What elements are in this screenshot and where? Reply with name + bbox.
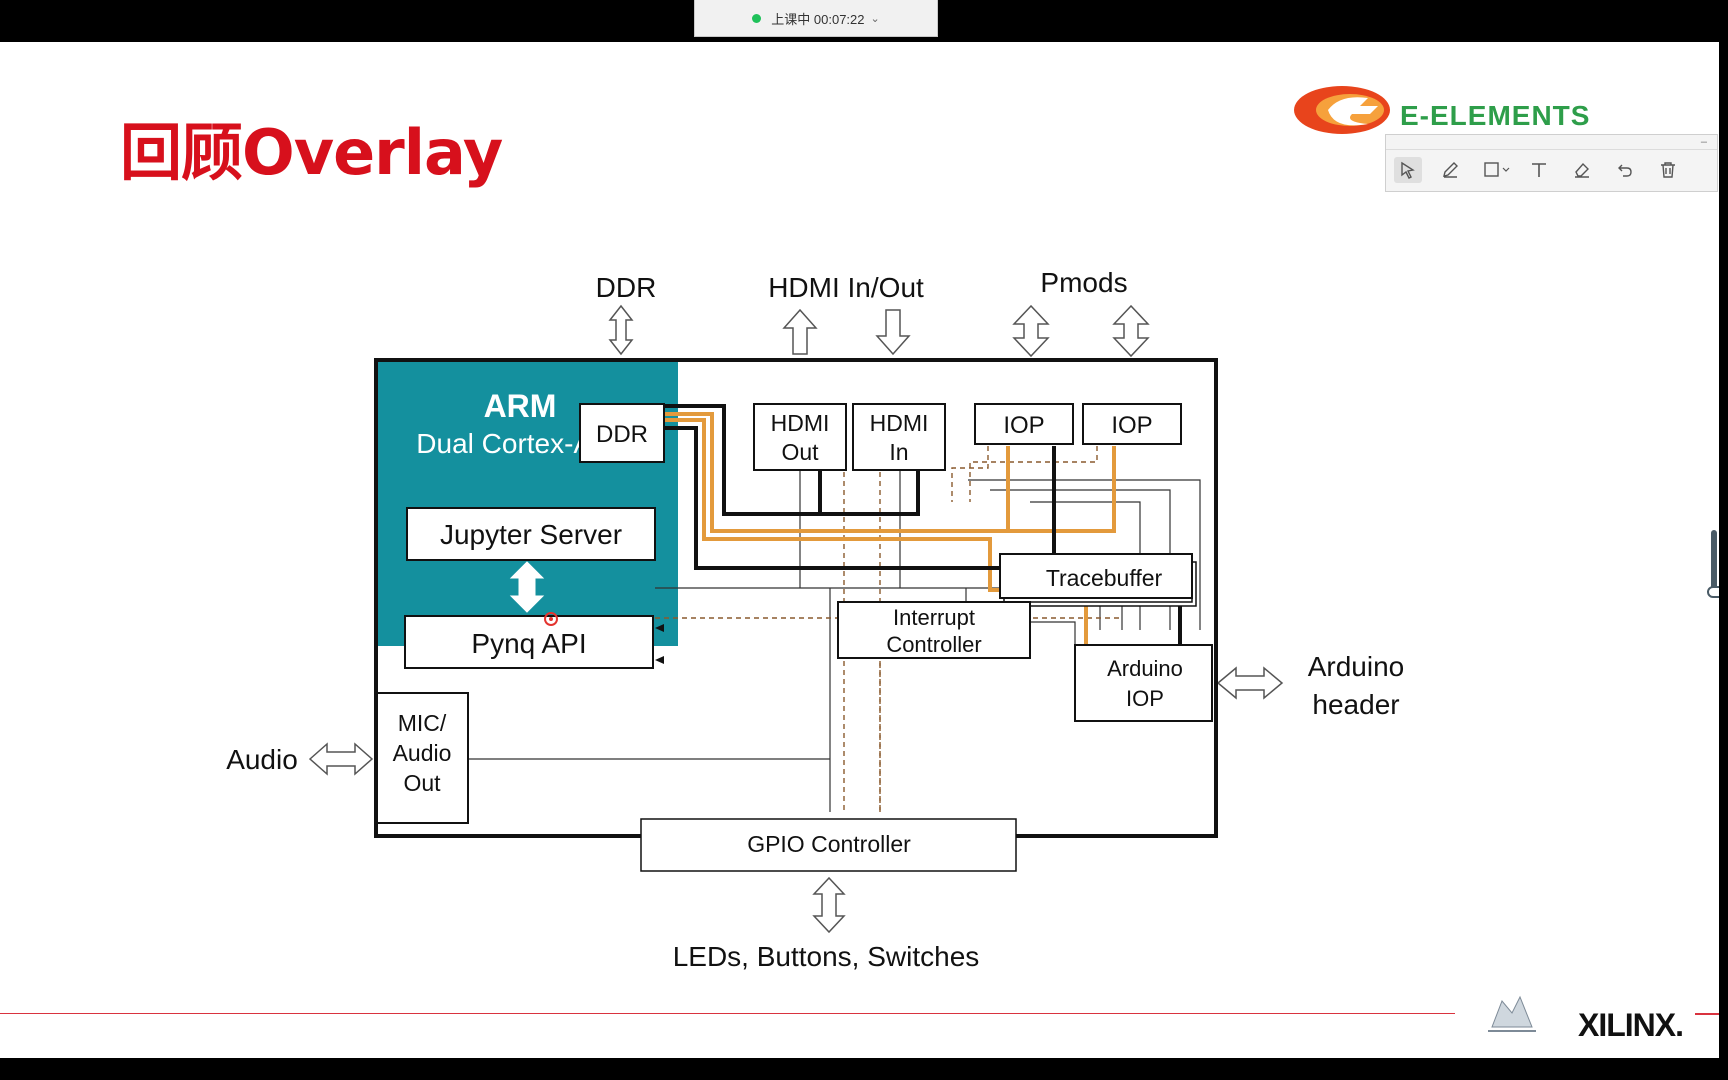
pmod-2-double-arrow	[1112, 304, 1150, 358]
iop-label-1: IOP	[1003, 412, 1044, 439]
rectangle-tool-button[interactable]	[1478, 157, 1518, 183]
mic-label-1: MIC/	[398, 710, 447, 736]
ddr-controller-box	[579, 403, 665, 463]
hdmi-out-label-2: Out	[781, 439, 819, 465]
hdmi-out-box	[753, 403, 847, 471]
hdmi-out-arrow	[782, 308, 818, 355]
ext-label-pmods: Pmods	[1040, 267, 1127, 298]
arduino-iop-box	[1074, 644, 1213, 722]
page-scrollbar[interactable]	[1711, 530, 1717, 590]
delete-button[interactable]	[1654, 157, 1682, 183]
gpio-controller-box	[640, 818, 1017, 872]
toolbar-drag-handle[interactable]: –	[1386, 135, 1717, 150]
tracebuffer-box	[999, 553, 1193, 599]
university-logo	[1482, 987, 1542, 1039]
iop-label-2: IOP	[1111, 412, 1152, 439]
rectangle-icon	[1484, 162, 1510, 177]
annotation-toolbar: –	[1385, 134, 1718, 192]
mic-label-2: Audio	[393, 740, 452, 766]
scroll-handle[interactable]	[1707, 586, 1719, 598]
arm-subtitle: Dual Cortex-A9	[416, 428, 607, 459]
ddr-double-arrow	[608, 304, 634, 356]
ext-label-leds: LEDs, Buttons, Switches	[673, 941, 980, 972]
delete-icon	[1661, 162, 1675, 178]
ext-label-hdmi: HDMI In/Out	[768, 272, 924, 303]
pmod-iop-box-2	[1082, 403, 1182, 445]
ddr-label: DDR	[596, 421, 648, 448]
class-timer-text: 上课中 00:07:22	[771, 11, 865, 27]
hdmi-in-arrow	[875, 309, 911, 356]
interrupt-controller-box	[837, 601, 1031, 659]
slide-title: 回顾Overlay	[120, 116, 503, 189]
jupyter-label: Jupyter Server	[440, 519, 622, 550]
toolbar-minimize-button[interactable]: –	[1700, 136, 1707, 148]
overlay-diagram: DDR HDMI In/Out Pmods Arduino header Aud…	[226, 267, 1405, 972]
hdmi-in-label-1: HDMI	[870, 410, 929, 436]
ext-label-arduino: Arduino	[1308, 651, 1405, 682]
pmod-iop-box-1	[974, 403, 1074, 445]
select-tool-button[interactable]	[1394, 157, 1422, 183]
text-icon	[1532, 163, 1546, 177]
pmod-1-double-arrow	[1012, 304, 1050, 358]
footer-divider-tail	[1695, 1013, 1719, 1015]
live-indicator-icon	[752, 13, 762, 23]
ext-label-audio: Audio	[226, 744, 298, 775]
window-edge	[1719, 42, 1728, 1058]
hdmi-in-label-2: In	[889, 439, 908, 465]
mic-label-3: Out	[403, 770, 441, 796]
tracebuffer-label: Tracebuffer	[1046, 565, 1163, 591]
pen-icon	[1443, 162, 1458, 178]
class-timer[interactable]: 上课中 00:07:22 ⌄	[694, 0, 938, 37]
chevron-down-icon: ⌄	[870, 12, 880, 25]
brand-name: E-ELEMENTS	[1400, 100, 1591, 131]
gpio-double-arrow	[812, 876, 846, 934]
arm-title: ARM	[484, 388, 557, 424]
hdmi-out-label-1: HDMI	[771, 410, 830, 436]
arduino-double-arrow	[1216, 666, 1284, 700]
footer-divider	[0, 1013, 1455, 1014]
undo-button[interactable]	[1611, 157, 1639, 183]
audio-double-arrow	[308, 742, 374, 776]
slide: 回顾Overlay E-ELEMENTS –	[0, 42, 1719, 1058]
interrupt-label-1: Interrupt	[893, 605, 975, 630]
hdmi-in-box	[852, 403, 946, 471]
pynq-label: Pynq API	[471, 628, 586, 659]
jupyter-server-box	[406, 507, 656, 561]
select-icon	[1401, 161, 1415, 179]
gpio-label: GPIO Controller	[747, 831, 911, 857]
ext-label-ddr: DDR	[596, 272, 657, 303]
xilinx-logo: XILINX.	[1578, 1007, 1684, 1043]
pynq-api-box	[404, 615, 654, 669]
text-tool-button[interactable]	[1525, 157, 1553, 183]
e-elements-logo	[1294, 86, 1390, 134]
ext-label-header: header	[1312, 689, 1399, 720]
arduino-iop-label-2: IOP	[1126, 686, 1164, 711]
pen-tool-button[interactable]	[1436, 157, 1464, 183]
jupyter-pynq-arrow	[509, 561, 545, 613]
undo-icon	[1618, 164, 1632, 177]
mic-audio-box	[376, 692, 469, 824]
interrupt-label-2: Controller	[886, 632, 981, 657]
laser-pointer	[544, 612, 558, 626]
eraser-icon	[1575, 162, 1589, 178]
arduino-iop-label-1: Arduino	[1107, 656, 1183, 681]
eraser-tool-button[interactable]	[1568, 157, 1596, 183]
